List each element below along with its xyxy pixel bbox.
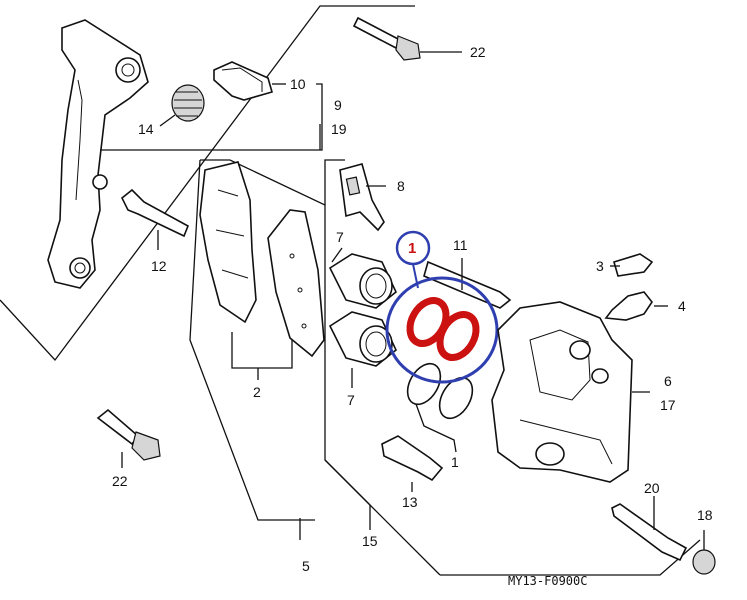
callout-7-top: 7 <box>336 229 344 245</box>
callout-6: 6 <box>664 373 672 389</box>
callout-3: 3 <box>596 258 604 274</box>
pad-spring-10 <box>213 61 286 101</box>
plug-18 <box>692 530 716 575</box>
callout-11: 11 <box>453 237 468 253</box>
callout-numbers: 22 10 9 19 14 8 11 12 7 7 3 4 2 6 17 1 2… <box>112 44 713 574</box>
dust-seals <box>406 362 474 453</box>
bolt-22-top <box>352 16 462 61</box>
callout-leaders <box>299 124 371 540</box>
piston-seals-highlighted <box>406 297 480 361</box>
callout-bracket-2 <box>231 332 293 380</box>
callout-8: 8 <box>397 178 405 194</box>
callout-22-bottom: 22 <box>112 473 128 489</box>
callout-15: 15 <box>362 533 378 549</box>
pin-bolt-13 <box>381 435 444 492</box>
group-frame-lines <box>0 5 701 576</box>
pin-20 <box>611 496 688 562</box>
callout-17: 17 <box>660 397 676 413</box>
callout-12: 12 <box>151 258 167 274</box>
boot-14 <box>159 84 205 127</box>
callout-4: 4 <box>678 298 686 314</box>
highlight-ring <box>385 230 499 384</box>
bolt-22-bottom <box>96 408 161 468</box>
callout-18: 18 <box>697 507 713 523</box>
callout-2: 2 <box>253 384 261 400</box>
callout-bracket-9-19 <box>100 83 323 151</box>
callout-10: 10 <box>290 76 306 92</box>
bolt-12 <box>120 188 190 250</box>
highlight-label: 1 <box>408 240 416 257</box>
callout-22-top: 22 <box>470 44 486 60</box>
bleeder-cap-4 <box>604 291 668 321</box>
caliper-body <box>491 301 650 483</box>
bleeder-valve-3 <box>610 253 654 277</box>
callout-20: 20 <box>644 480 660 496</box>
callout-5: 5 <box>302 558 310 574</box>
callout-19: 19 <box>331 121 347 137</box>
callout-14: 14 <box>138 121 154 137</box>
callout-9: 9 <box>334 97 342 113</box>
callout-13: 13 <box>402 494 418 510</box>
callout-1: 1 <box>451 454 459 470</box>
caliper-bracket <box>47 19 149 289</box>
piston-7-bottom <box>328 311 397 388</box>
piston-7-top <box>328 247 397 309</box>
brake-pad-inner <box>267 209 325 358</box>
callout-7-bottom: 7 <box>347 392 355 408</box>
brake-pad-outer <box>199 161 257 324</box>
pad-retainer-8 <box>339 163 386 232</box>
diagram-code: MY13-F0900C <box>508 574 587 588</box>
